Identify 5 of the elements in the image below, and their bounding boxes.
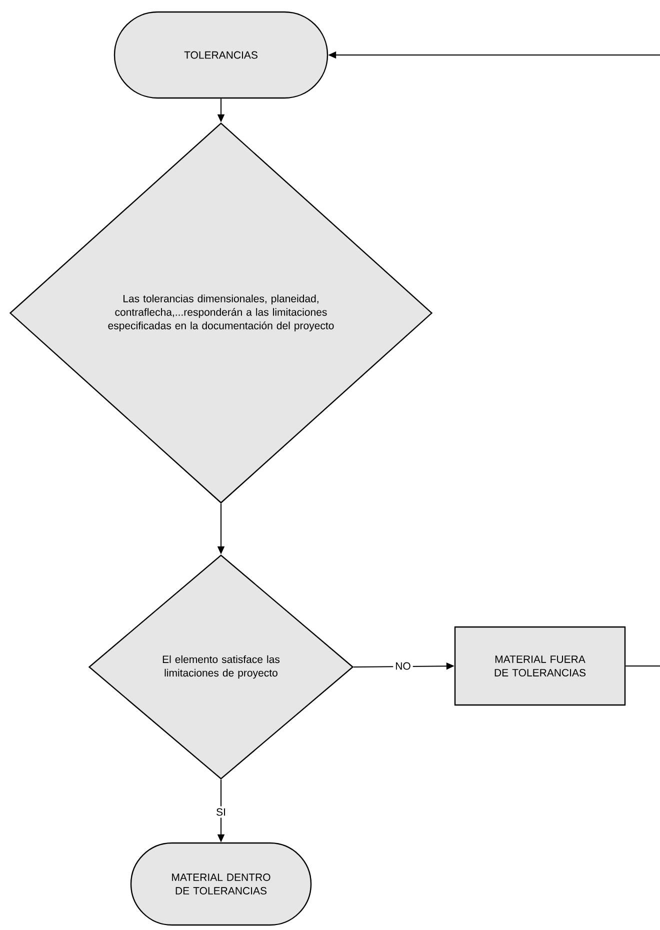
terminal-box: TOLERANCIAS [114,11,328,99]
edge-label: SI [214,806,228,818]
process-box: MATERIAL FUERA DE TOLERANCIAS [454,626,626,706]
terminal-box: MATERIAL DENTRO DE TOLERANCIAS [130,842,312,926]
edge-label: NO [393,660,413,672]
